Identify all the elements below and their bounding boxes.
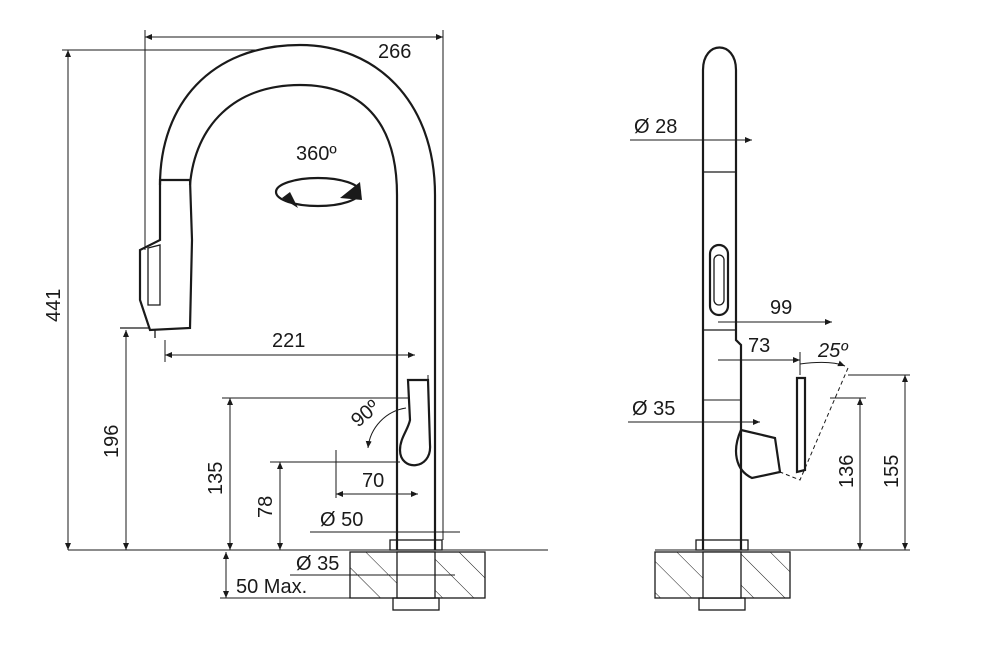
pull-out-spray-head [138, 178, 194, 332]
side-spray-button [708, 243, 730, 317]
dim-136: 136 [836, 455, 858, 488]
side-view: Ø 28 99 73 25º Ø 35 136 155 [628, 46, 910, 611]
dim-441: 441 [43, 289, 65, 322]
mounting-nut [392, 597, 440, 611]
rotation-label: 360º [296, 143, 337, 165]
spray-button [147, 244, 161, 306]
dim-155: 155 [881, 455, 903, 488]
dim-135: 135 [205, 462, 227, 495]
side-body-outline [701, 46, 743, 550]
dim-dia-50: Ø 50 [320, 509, 363, 531]
rotation-arrow-icon [274, 176, 362, 208]
dim-78: 78 [255, 496, 277, 518]
base-ring [389, 539, 443, 551]
faucet-body-outline [158, 43, 437, 550]
dim-196: 196 [101, 425, 123, 458]
dim-221: 221 [272, 330, 305, 352]
side-lever [795, 376, 807, 474]
dim-dia-35-body: Ø 35 [632, 398, 675, 420]
dim-70: 70 [362, 470, 384, 492]
dim-90-deg: 90º [347, 396, 384, 432]
dim-266: 266 [378, 41, 411, 63]
dim-50-max: 50 Max. [236, 576, 307, 598]
dim-dia-35-hole: Ø 35 [296, 553, 339, 575]
lever-handle [398, 378, 432, 467]
dim-25-deg: 25º [817, 340, 849, 362]
dim-99: 99 [770, 297, 792, 319]
dim-73: 73 [748, 335, 770, 357]
dim-dia-28: Ø 28 [634, 116, 677, 138]
front-view: 360º 266 441 196 221 135 90º 78 70 Ø 50 [43, 30, 548, 611]
